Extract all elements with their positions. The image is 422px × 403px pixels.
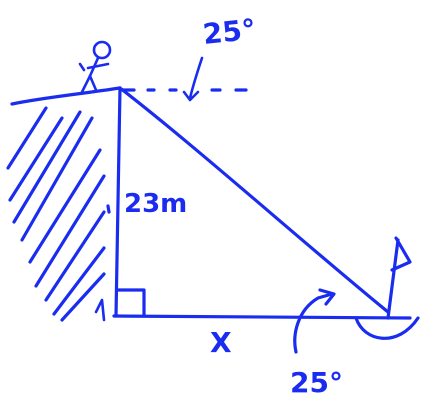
bottom-angle-arc — [293, 292, 334, 354]
height-label-tick — [106, 204, 111, 214]
cliff-vertical-side — [114, 86, 122, 318]
top-angle-label: 25° — [201, 13, 257, 51]
hypotenuse-line-of-sight — [118, 86, 390, 314]
top-angle-pointer-head — [182, 90, 200, 102]
height-label: 23m — [124, 189, 187, 219]
cliff-top-edge — [10, 86, 122, 106]
bottom-angle-label: 25° — [290, 366, 343, 399]
distance-label: X — [210, 326, 232, 359]
right-angle-marker — [116, 288, 146, 318]
top-angle-pointer — [188, 56, 204, 100]
bottom-angle-arrowhead — [318, 288, 336, 306]
boat-icon — [354, 236, 420, 340]
right-angle-tick — [94, 298, 106, 322]
ground-base-line — [112, 314, 412, 320]
person-icon — [78, 40, 112, 94]
cliff-hatching — [6, 106, 106, 322]
